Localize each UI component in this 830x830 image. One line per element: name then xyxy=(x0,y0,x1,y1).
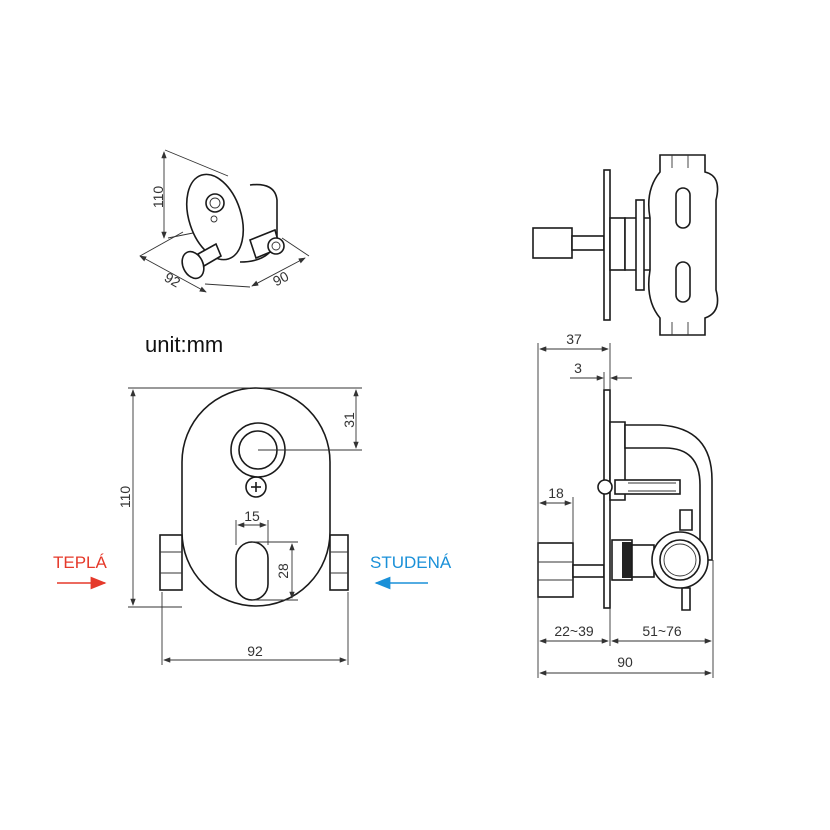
front-width-label: 92 xyxy=(247,643,263,659)
isometric-view: 110 92 90 xyxy=(139,149,310,293)
plate-thickness-label: 3 xyxy=(574,360,582,376)
front-height-label: 110 xyxy=(117,486,133,509)
screw xyxy=(245,476,267,498)
side-view-top xyxy=(532,154,719,336)
total-depth-label: 37 xyxy=(566,331,582,347)
iso-depth-label: 90 xyxy=(270,268,291,290)
slot-height-label: 28 xyxy=(275,563,291,579)
slot-width-label: 15 xyxy=(244,508,260,524)
body-range-label: 51~76 xyxy=(642,623,682,639)
center-offset-label: 31 xyxy=(341,412,357,428)
cold-inlet-label: STUDENÁ xyxy=(370,553,452,572)
handle-depth-label: 18 xyxy=(548,485,564,501)
side-view-bottom: 37 3 18 22~39 51~76 90 xyxy=(537,331,714,678)
front-view: 110 31 15 28 92 xyxy=(117,387,362,665)
handle-range-label: 22~39 xyxy=(554,623,594,639)
unit-label: unit:mm xyxy=(145,332,223,357)
iso-height-label: 110 xyxy=(150,186,166,209)
hot-inlet-label: TEPLÁ xyxy=(53,553,108,572)
iso-width-label: 92 xyxy=(162,269,184,291)
overall-depth-label: 90 xyxy=(617,654,633,670)
